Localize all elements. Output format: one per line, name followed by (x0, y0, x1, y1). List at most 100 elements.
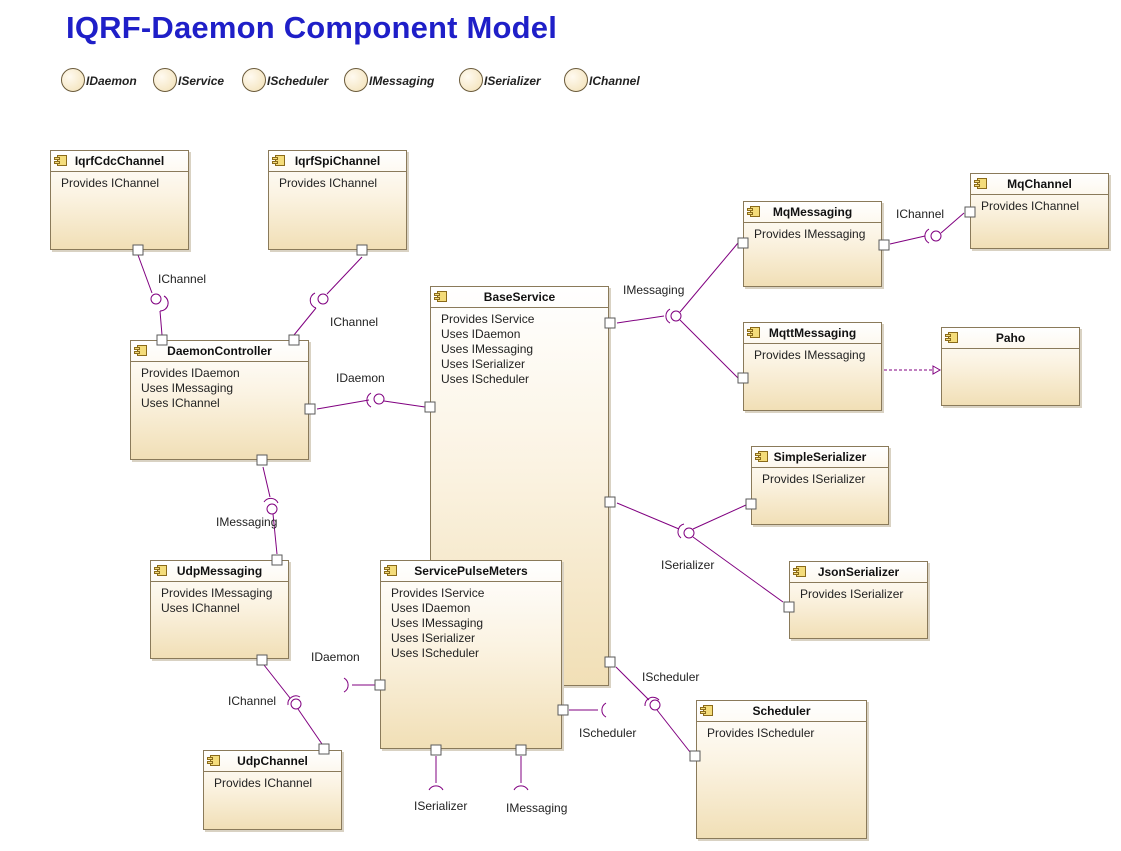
component-body: Provides IChannel (204, 772, 341, 791)
component-icon (154, 565, 167, 576)
port (156, 334, 168, 346)
component-name: BaseService (483, 290, 556, 304)
component-name: UdpMessaging (176, 564, 263, 578)
component-jsonserializer[interactable]: JsonSerializer Provides ISerializer (789, 561, 928, 639)
connector-label: IDaemon (311, 650, 360, 664)
component-body: Provides IChannel (971, 195, 1108, 214)
component-line: Provides ISerializer (800, 587, 904, 601)
component-icon (945, 332, 958, 343)
component-name: UdpChannel (237, 754, 308, 768)
component-header: MqMessaging (744, 202, 881, 223)
connector-label: IScheduler (642, 670, 700, 684)
component-header: DaemonController (131, 341, 308, 362)
component-body: Provides IMessaging (744, 223, 881, 242)
component-body: Provides IScheduler (697, 722, 866, 741)
component-daemoncontroller[interactable]: DaemonController Provides IDaemon Uses I… (130, 340, 309, 460)
component-body: Provides IService Uses IDaemon Uses IMes… (431, 308, 608, 387)
component-udpmessaging[interactable]: UdpMessaging Provides IMessaging Uses IC… (150, 560, 289, 659)
connector-label: IChannel (228, 694, 277, 708)
legend-label: IChannel (589, 74, 640, 88)
port (604, 317, 616, 329)
port (737, 372, 749, 384)
port (430, 744, 442, 756)
component-icon (974, 178, 987, 189)
component-body: Provides ISerializer (752, 468, 888, 487)
component-mqchannel[interactable]: MqChannel Provides IChannel (970, 173, 1109, 249)
component-mqttmessaging[interactable]: MqttMessaging Provides IMessaging (743, 322, 882, 411)
component-scheduler[interactable]: Scheduler Provides IScheduler (696, 700, 867, 839)
component-header: IqrfCdcChannel (51, 151, 188, 172)
interface-icon (242, 68, 266, 92)
port (515, 744, 527, 756)
port (745, 498, 757, 510)
component-line: Uses IScheduler (391, 646, 480, 660)
diagram-title: IQRF-Daemon Component Model (66, 10, 558, 45)
legend-label: ISerializer (484, 74, 541, 88)
interface-icon (564, 68, 588, 92)
connector-mq-ichannel (889, 212, 965, 245)
connector-label: IMessaging (216, 515, 278, 529)
connector-spm-imessaging (513, 756, 529, 791)
component-name: SimpleSerializer (773, 450, 867, 464)
component-header: UdpMessaging (151, 561, 288, 582)
component-name: MqMessaging (772, 205, 853, 219)
port (304, 403, 316, 415)
component-line: Uses ISerializer (391, 631, 476, 645)
connector-label: IChannel (330, 315, 379, 329)
component-line: Uses IMessaging (391, 616, 484, 630)
port (737, 237, 749, 249)
component-line: Provides IChannel (981, 199, 1080, 213)
connector-label: IChannel (896, 207, 945, 221)
port (964, 206, 976, 218)
component-line: Uses IMessaging (441, 342, 534, 356)
component-name: Paho (995, 331, 1026, 345)
component-body: Provides IDaemon Uses IMessaging Uses IC… (131, 362, 308, 411)
legend-label: IScheduler (267, 74, 329, 88)
component-body: Provides IService Uses IDaemon Uses IMes… (381, 582, 561, 661)
port (604, 656, 616, 668)
component-line: Provides IDaemon (141, 366, 240, 380)
component-udpchannel[interactable]: UdpChannel Provides IChannel (203, 750, 342, 830)
component-line: Provides IChannel (214, 776, 313, 790)
port (356, 244, 368, 256)
component-icon (54, 155, 67, 166)
component-icon (755, 451, 768, 462)
component-line: Uses IChannel (141, 396, 220, 410)
component-name: IqrfCdcChannel (74, 154, 165, 168)
component-mqmessaging[interactable]: MqMessaging Provides IMessaging (743, 201, 882, 287)
component-line: Provides IChannel (61, 176, 160, 190)
legend-label: IDaemon (86, 74, 137, 88)
port (271, 554, 283, 566)
component-header: Scheduler (697, 701, 866, 722)
component-line: Provides IScheduler (707, 726, 815, 740)
port (256, 454, 268, 466)
port (256, 654, 268, 666)
component-iqrfcdcchannel[interactable]: IqrfCdcChannel Provides IChannel (50, 150, 189, 250)
component-paho[interactable]: Paho (941, 327, 1080, 406)
interface-icon (153, 68, 177, 92)
component-icon (700, 705, 713, 716)
connector-spi-ichannel (293, 256, 363, 336)
component-body: Provides IMessaging Uses IChannel (151, 582, 288, 616)
port (557, 704, 569, 716)
component-simpleserializer[interactable]: SimpleSerializer Provides ISerializer (751, 446, 889, 525)
component-line: Uses IDaemon (391, 601, 471, 615)
connector-controller-imessaging (262, 466, 279, 555)
connector-base-ischeduler (615, 666, 691, 753)
component-line: Uses IMessaging (141, 381, 234, 395)
component-header: JsonSerializer (790, 562, 927, 583)
component-name: DaemonController (167, 344, 272, 358)
port (132, 244, 144, 256)
connector-label: IChannel (158, 272, 207, 286)
component-iqrfspichannel[interactable]: IqrfSpiChannel Provides IChannel (268, 150, 407, 250)
component-header: SimpleSerializer (752, 447, 888, 468)
connector-base-imessaging (616, 242, 739, 379)
component-header: ServicePulseMeters (381, 561, 561, 582)
connector-label: ISerializer (414, 799, 468, 813)
component-name: MqChannel (1007, 177, 1072, 191)
component-servicepulsemeters[interactable]: ServicePulseMeters Provides IService Use… (380, 560, 562, 749)
component-line: Uses IScheduler (441, 372, 530, 386)
port (374, 679, 386, 691)
component-line: Provides IMessaging (754, 348, 866, 362)
